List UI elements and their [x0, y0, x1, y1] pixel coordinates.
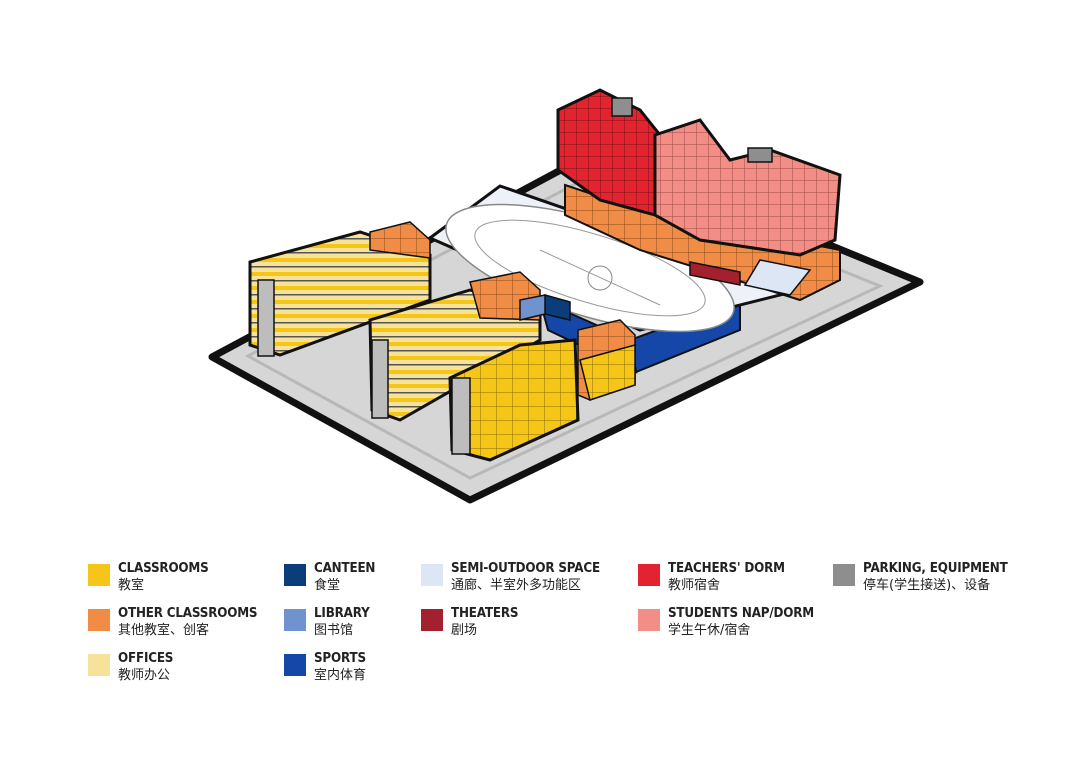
legend-label-en: CLASSROOMS	[118, 561, 209, 576]
legend-label-zh: 学生午休/宿舍	[668, 623, 751, 638]
legend-item-library: LIBRARY 图书馆	[284, 605, 374, 639]
legend-label-zh: 教师办公	[118, 668, 171, 683]
legend-swatch	[421, 609, 443, 631]
legend-label-zh: 剧场	[451, 623, 478, 638]
library-block	[519, 294, 546, 321]
legend-label-zh: 图书馆	[314, 623, 354, 638]
legend-item-semi-outdoor: SEMI-OUTDOOR SPACE 通廊、半室外多功能区	[421, 560, 613, 594]
legend-item-students-dorm: STUDENTS NAP/DORM 学生午休/宿舍	[638, 605, 827, 639]
legend-item-canteen: CANTEEN 食堂	[284, 560, 381, 594]
legend-item-theaters: THEATERS 剧场	[421, 605, 524, 639]
legend-swatch	[88, 609, 110, 631]
legend-swatch	[284, 609, 306, 631]
legend-swatch	[833, 564, 855, 586]
field-center-circle	[587, 265, 613, 291]
rooftop-equipment-1	[611, 97, 633, 117]
legend-label-zh: 教师宿舍	[668, 578, 721, 593]
theater-block	[689, 261, 741, 286]
legend-label-en: CANTEEN	[314, 561, 376, 576]
legend-label-en: SEMI-OUTDOOR SPACE	[451, 561, 600, 576]
legend-swatch	[88, 654, 110, 676]
legend: CLASSROOMS 教室 OTHER CLASSROOMS 其他教室、创客 OFFIC…	[88, 560, 1048, 710]
students-dorm	[653, 118, 842, 257]
stair-core-1	[257, 279, 275, 357]
legend-label-en: OTHER CLASSROOMS	[118, 606, 258, 621]
legend-item-classrooms: CLASSROOMS 教室	[88, 560, 216, 594]
legend-swatch	[421, 564, 443, 586]
stair-core-3	[451, 377, 471, 455]
legend-label-zh: 教室	[118, 578, 145, 593]
legend-label-zh: 通廊、半室外多功能区	[451, 578, 582, 593]
legend-swatch	[284, 654, 306, 676]
legend-swatch	[284, 564, 306, 586]
legend-swatch	[638, 609, 660, 631]
stair-core-2	[371, 339, 389, 419]
legend-label-zh: 室内体育	[314, 668, 367, 683]
other-classrooms-1	[369, 221, 431, 259]
legend-label-zh: 停车(学生接送)、设备	[863, 578, 991, 593]
dorm-semi-outdoor	[743, 259, 812, 296]
legend-item-sports: SPORTS 室内体育	[284, 650, 370, 684]
rooftop-equipment-2	[747, 147, 773, 163]
axonometric-campus-diagram	[208, 88, 924, 504]
legend-label-en: STUDENTS NAP/DORM	[668, 606, 815, 621]
legend-label-en: PARKING, EQUIPMENT	[863, 561, 1008, 576]
legend-label-zh: 其他教室、创客	[118, 623, 210, 638]
legend-label-en: LIBRARY	[314, 606, 370, 621]
legend-item-parking: PARKING, EQUIPMENT 停车(学生接送)、设备	[833, 560, 1020, 594]
legend-label-en: SPORTS	[314, 651, 366, 666]
legend-label-en: TEACHERS' DORM	[668, 561, 785, 576]
west-block-1	[248, 230, 432, 357]
legend-item-teachers-dorm: TEACHERS' DORM 教师宿舍	[638, 560, 795, 594]
legend-label-en: OFFICES	[118, 651, 174, 666]
legend-swatch	[88, 564, 110, 586]
legend-label-zh: 食堂	[314, 578, 341, 593]
legend-label-en: THEATERS	[451, 606, 519, 621]
legend-swatch	[638, 564, 660, 586]
classrooms-3b	[579, 344, 636, 401]
legend-item-other-classrooms: OTHER CLASSROOMS 其他教室、创客	[88, 605, 269, 639]
legend-item-offices: OFFICES 教师办公	[88, 650, 178, 684]
